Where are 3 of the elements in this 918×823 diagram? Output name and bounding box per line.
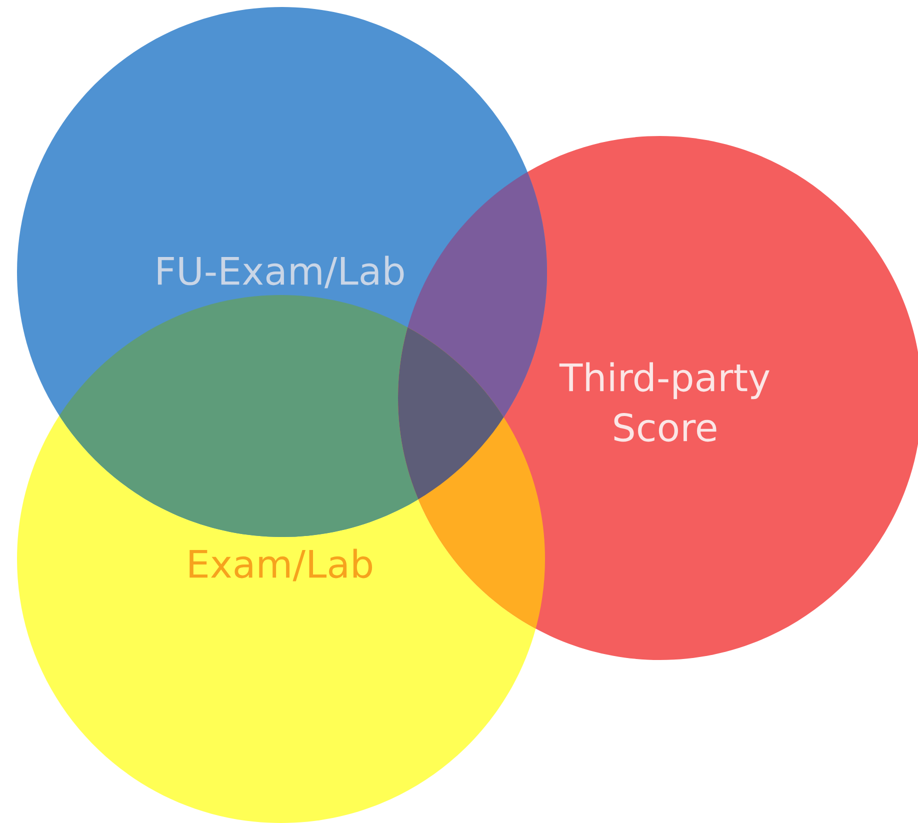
circle-label: Third-party Score xyxy=(559,362,770,442)
circle-label: FU-Exam/Lab xyxy=(158,256,404,288)
circle-label: Exam/Lab xyxy=(190,548,372,582)
